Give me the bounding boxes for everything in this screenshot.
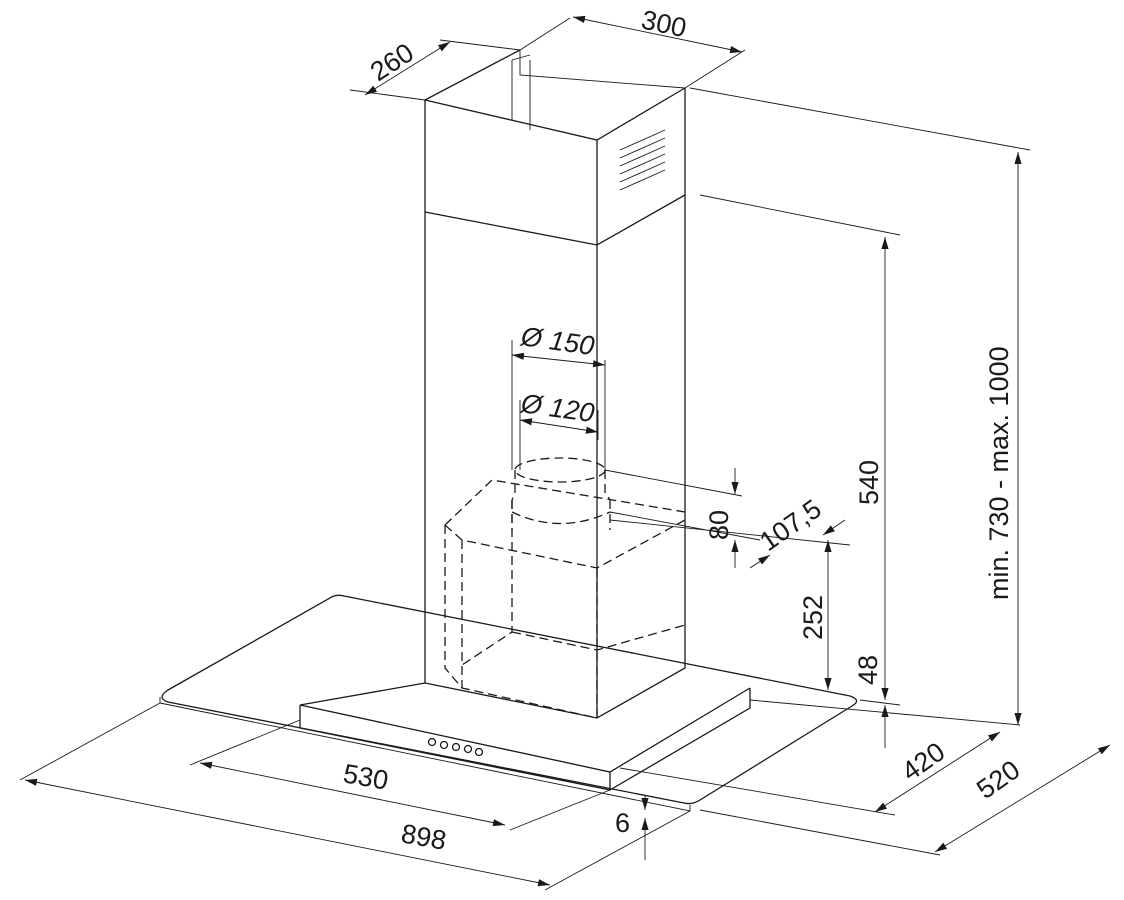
glass-edge — [159, 697, 691, 812]
vent-grille-icon — [619, 129, 666, 191]
motor-hidden — [444, 457, 686, 719]
dim-glass-width: 898 — [399, 818, 449, 855]
chimney — [424, 49, 686, 719]
dim-glass-thickness: 6 — [615, 808, 630, 838]
dim-chimney-depth: 260 — [365, 37, 419, 87]
dim-outlet-inner: Ø 120 — [518, 388, 596, 428]
dim-outlet-outer: Ø 150 — [518, 321, 596, 361]
dim-control-width: 530 — [341, 758, 391, 795]
glass-canopy — [161, 594, 858, 805]
dim-lower-chimney-height: 540 — [854, 460, 884, 505]
control-panel — [299, 682, 751, 791]
dim-total-height: min. 730 - max. 1000 — [984, 346, 1014, 600]
dimension-lines — [19, 15, 1111, 891]
control-buttons — [427, 737, 484, 757]
dim-chimney-width: 300 — [639, 5, 689, 44]
dim-glass-depth: 520 — [971, 754, 1025, 804]
dim-outlet-offset: 107,5 — [754, 494, 827, 557]
dim-canopy-height: 48 — [853, 655, 883, 685]
dim-motor-height: 252 — [798, 595, 828, 640]
dim-control-depth: 420 — [896, 736, 950, 786]
dim-outlet-height: 80 — [704, 510, 734, 540]
